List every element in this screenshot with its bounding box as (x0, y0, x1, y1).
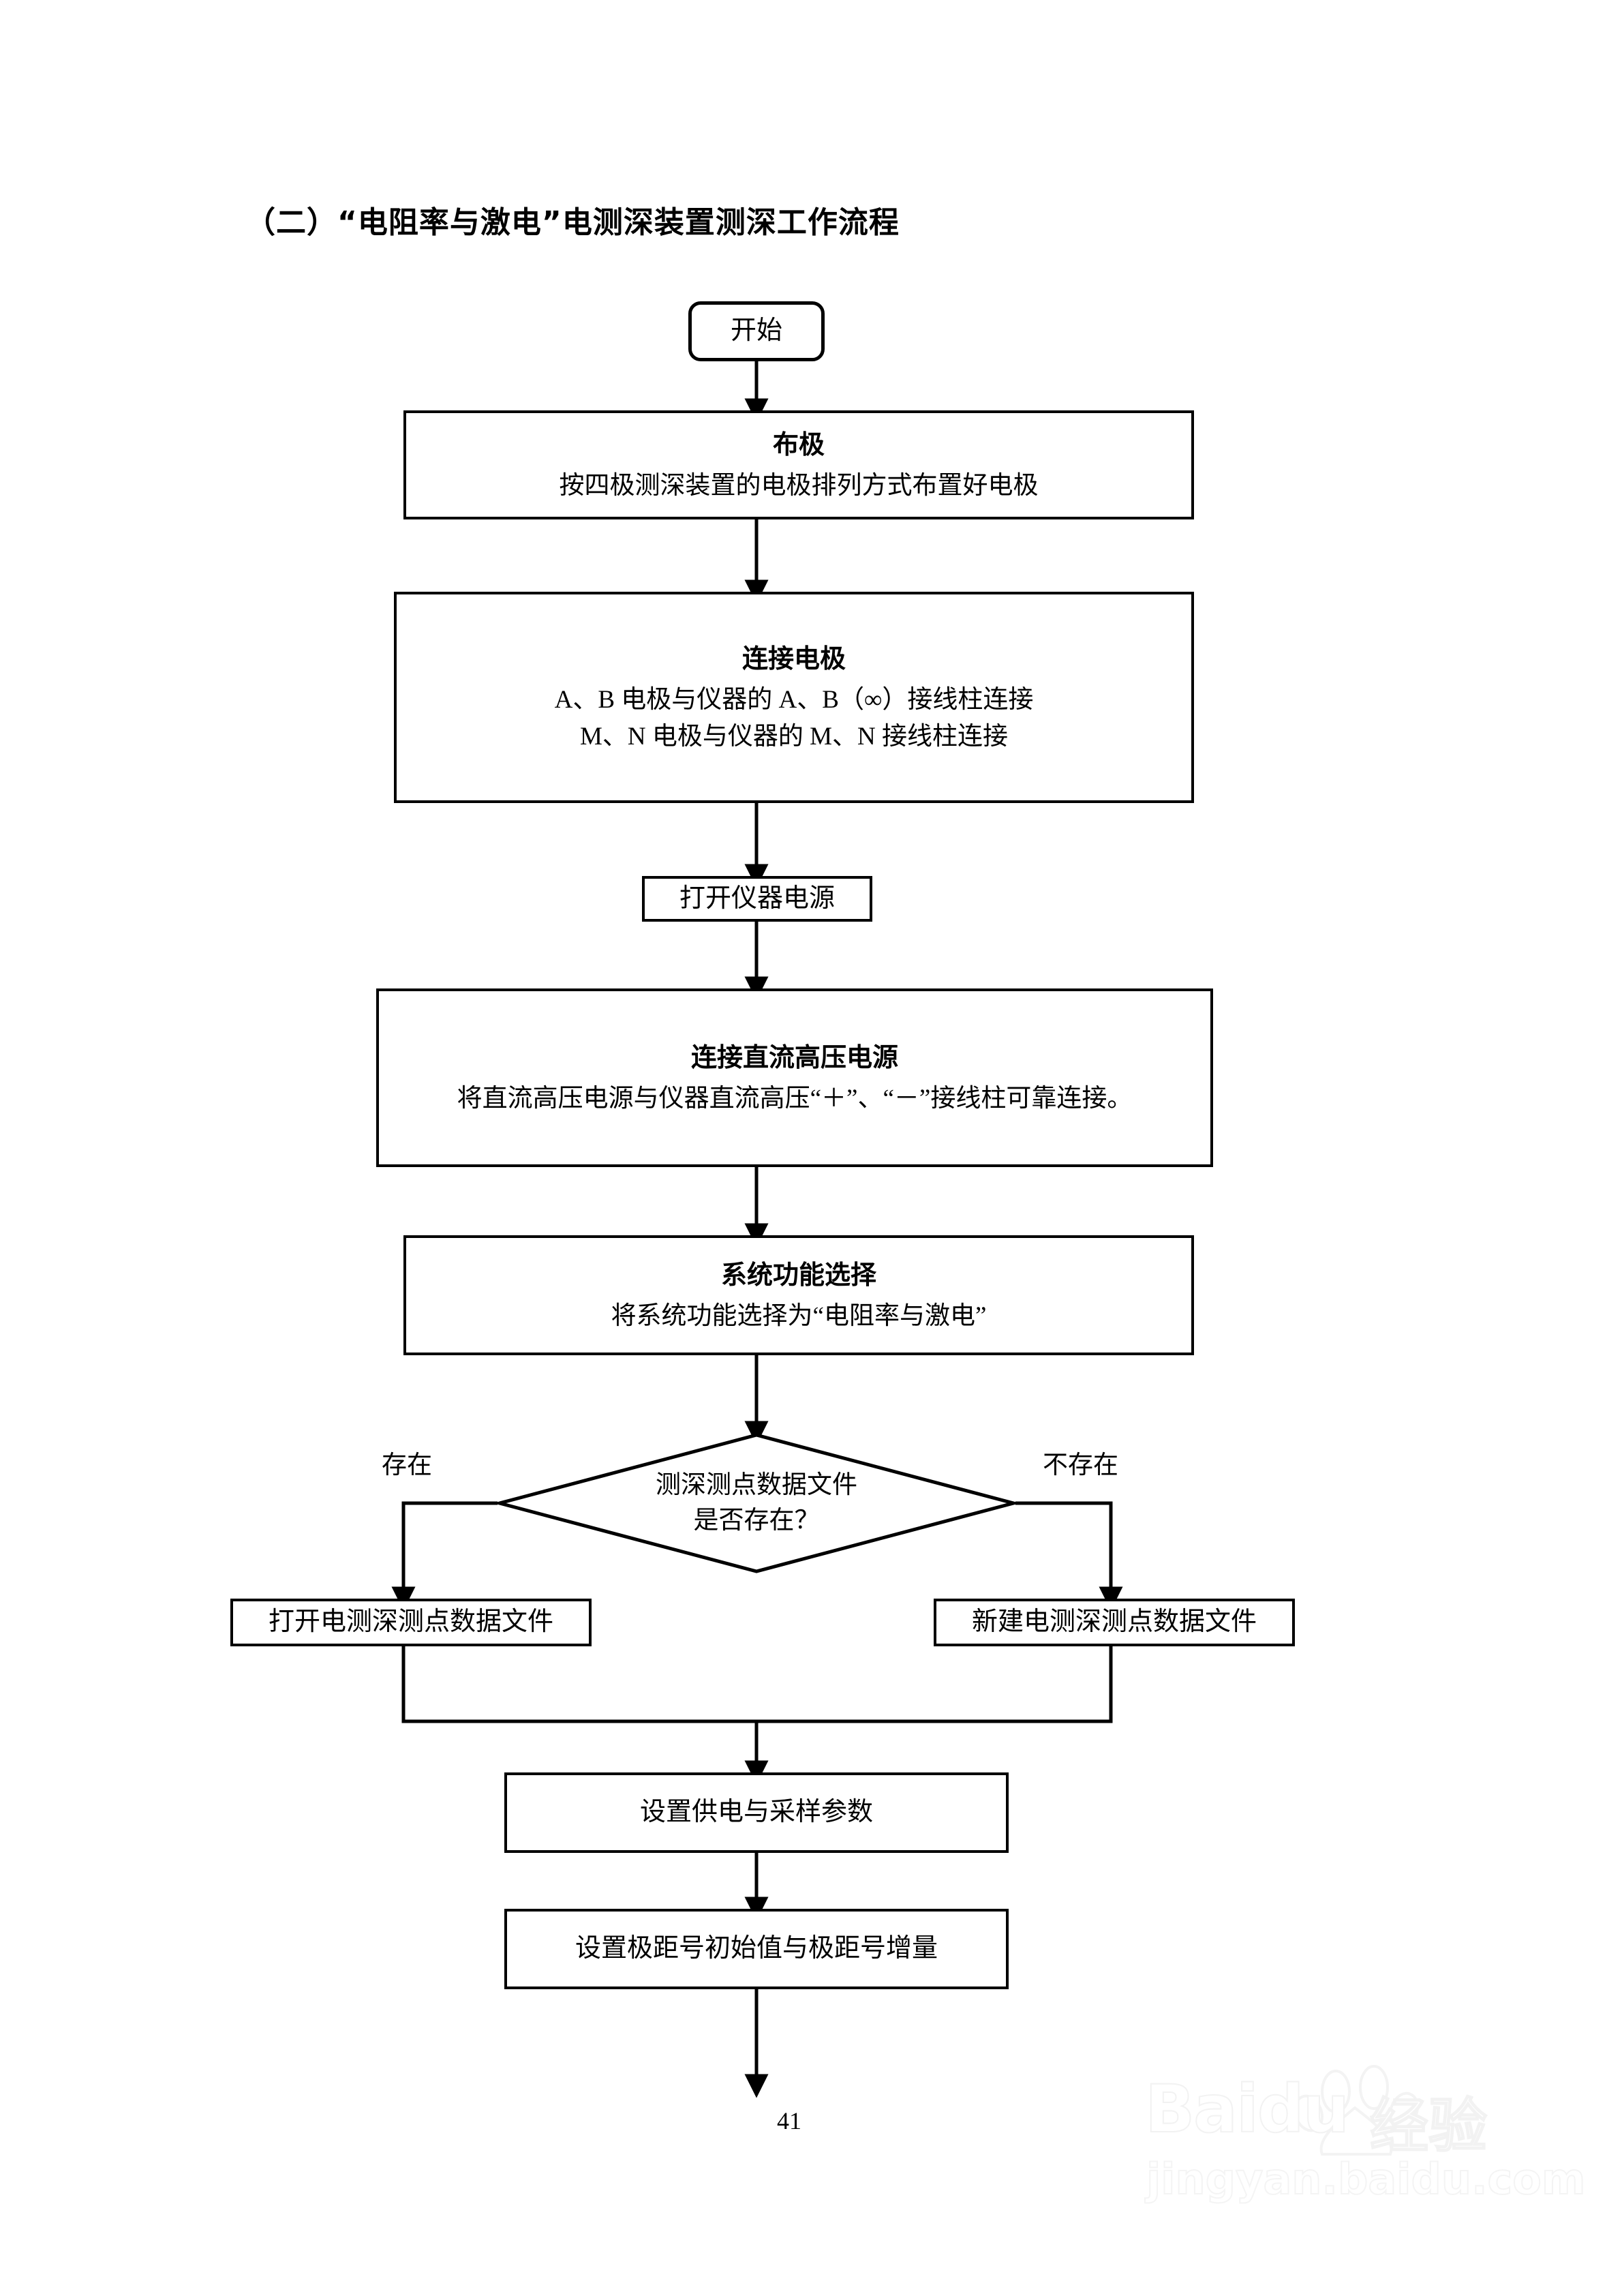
node-connect-electrodes-title: 连接电极 (741, 643, 846, 674)
node-open-file[interactable]: 打开电测深测点数据文件 (230, 1599, 592, 1646)
node-connect-electrodes[interactable]: 连接电极 A、B 电极与仪器的 A、B（∞）接线柱连接 M、N 电极与仪器的 M… (394, 592, 1194, 803)
page-number: 41 (777, 2107, 801, 2134)
node-set-spacing[interactable]: 设置极距号初始值与极距号增量 (504, 1909, 1009, 1989)
node-set-supply-sampling-label: 设置供电与采样参数 (639, 1798, 873, 1827)
watermark-url: jingyan.baidu.com (1146, 2154, 1586, 2205)
watermark-brand: Baidu (1144, 2070, 1350, 2148)
node-new-file-label: 新建电测深测点数据文件 (971, 1607, 1257, 1637)
node-place-electrodes-title: 布极 (772, 429, 825, 459)
node-power-on-label: 打开仪器电源 (679, 883, 835, 913)
page-title: （二）“电阻率与激电”电测深装置测深工作流程 (245, 205, 900, 240)
branch-label-yes: 存在 (382, 1451, 432, 1479)
baidu-paw-icon (1294, 2065, 1419, 2156)
watermark: Baidu 经验 jingyan.baidu.com (1144, 2059, 1586, 2216)
node-connect-electrodes-line-2: M、N 电极与仪器的 M、N 接线柱连接 (580, 722, 1008, 751)
node-connect-hv[interactable]: 连接直流高压电源 将直流高压电源与仪器直流高压“＋”、“－”接线柱可靠连接。 (376, 988, 1213, 1167)
node-new-file[interactable]: 新建电测深测点数据文件 (934, 1599, 1295, 1646)
branch-label-no: 不存在 (1043, 1451, 1118, 1479)
node-connect-hv-title: 连接直流高压电源 (690, 1042, 898, 1072)
node-system-function[interactable]: 系统功能选择 将系统功能选择为“电阻率与激电” (403, 1235, 1194, 1355)
node-set-spacing-label: 设置极距号初始值与极距号增量 (575, 1934, 938, 1963)
node-connect-hv-line-1: 将直流高压电源与仪器直流高压“＋”、“－”接线柱可靠连接。 (457, 1084, 1133, 1113)
node-power-on[interactable]: 打开仪器电源 (642, 876, 872, 922)
node-start-label: 开始 (730, 316, 782, 346)
node-set-supply-sampling[interactable]: 设置供电与采样参数 (504, 1772, 1009, 1853)
watermark-brand-cn: 经验 (1369, 2091, 1488, 2161)
node-connect-electrodes-line-1: A、B 电极与仪器的 A、B（∞）接线柱连接 (554, 685, 1034, 714)
node-file-exists-decision[interactable]: 测深测点数据文件 是否存在？ (493, 1433, 1020, 1573)
node-system-function-title: 系统功能选择 (720, 1259, 876, 1290)
node-place-electrodes[interactable]: 布极 按四极测深装置的电极排列方式布置好电极 (403, 410, 1194, 519)
node-open-file-label: 打开电测深测点数据文件 (268, 1607, 553, 1637)
node-system-function-line-1: 将系统功能选择为“电阻率与激电” (611, 1301, 987, 1330)
node-place-electrodes-line-1: 按四极测深装置的电极排列方式布置好电极 (559, 471, 1039, 500)
node-start[interactable]: 开始 (688, 301, 825, 361)
